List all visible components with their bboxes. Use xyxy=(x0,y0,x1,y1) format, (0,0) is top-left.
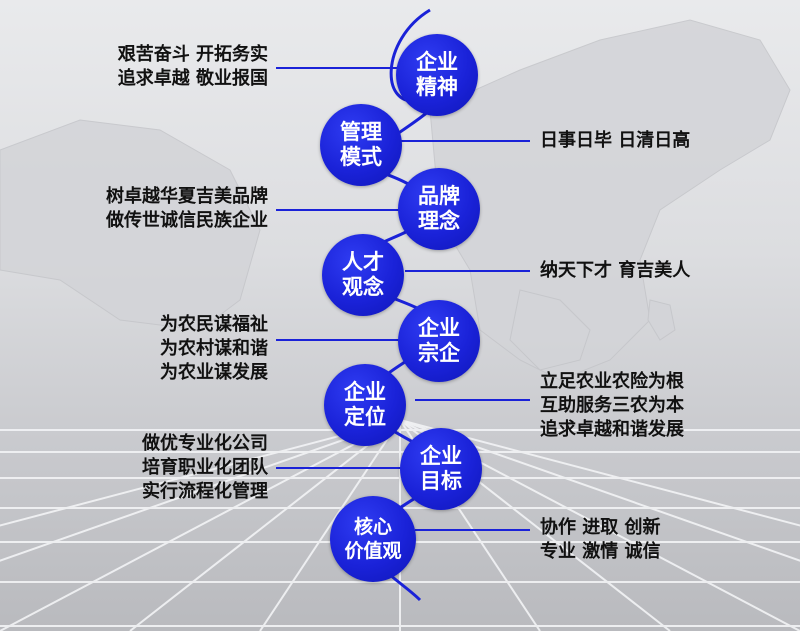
node-circle-talent: 人才 观念 xyxy=(322,234,404,316)
node-title-line: 价值观 xyxy=(344,540,402,562)
node-circle-values: 核心 价值观 xyxy=(330,496,416,582)
description-line: 培育职业化团队 xyxy=(142,457,268,478)
description-line: 纳天下才 育吉美人 xyxy=(540,260,691,281)
node-circle-brand: 品牌 理念 xyxy=(398,168,480,250)
description-line: 做传世诚信民族企业 xyxy=(106,210,268,231)
node-title-line: 宗企 xyxy=(418,341,460,365)
node-title-line: 企业 xyxy=(418,316,460,340)
node-title-line: 定位 xyxy=(344,405,386,429)
description-line: 日事日毕 日清日高 xyxy=(540,130,691,151)
description-line: 艰苦奋斗 开拓务实 xyxy=(117,44,268,65)
description-line: 为农村谋和谐 xyxy=(160,338,268,359)
node-title-line: 企业 xyxy=(416,50,458,74)
description-line: 为农业谋发展 xyxy=(160,362,268,383)
description-line: 追求卓越和谐发展 xyxy=(540,419,684,440)
node-description-goal: 做优专业化公司 培育职业化团队 实行流程化管理 xyxy=(142,432,268,504)
node-circle-spirit: 企业 精神 xyxy=(396,34,478,116)
description-line: 互助服务三农为本 xyxy=(540,395,684,416)
description-line: 立足农业农险为根 xyxy=(540,371,684,392)
node-description-purpose: 为农民谋福祉 为农村谋和谐 为农业谋发展 xyxy=(160,313,268,385)
node-title-line: 目标 xyxy=(420,469,462,493)
node-title-line: 品牌 xyxy=(418,184,460,208)
node-description-values: 协作 进取 创新 专业 激情 诚信 xyxy=(540,516,661,564)
node-title-line: 核心 xyxy=(353,516,392,538)
node-description-management: 日事日毕 日清日高 xyxy=(540,129,690,153)
node-description-spirit: 艰苦奋斗 开拓务实 追求卓越 敬业报国 xyxy=(118,43,268,91)
node-title-line: 观念 xyxy=(342,275,384,299)
node-title-line: 企业 xyxy=(344,380,386,404)
description-line: 实行流程化管理 xyxy=(142,481,268,502)
description-line: 树卓越华夏吉美品牌 xyxy=(106,186,268,207)
node-title-line: 企业 xyxy=(420,444,462,468)
node-circle-purpose: 企业 宗企 xyxy=(398,300,480,382)
node-title-line: 人才 xyxy=(342,250,384,274)
node-description-talent: 纳天下才 育吉美人 xyxy=(540,259,690,283)
description-line: 专业 激情 诚信 xyxy=(540,541,661,562)
node-description-brand: 树卓越华夏吉美品牌 做传世诚信民族企业 xyxy=(106,185,268,233)
node-title-line: 管理 xyxy=(340,120,382,144)
description-line: 协作 进取 创新 xyxy=(540,517,661,538)
node-title-line: 理念 xyxy=(418,209,460,233)
node-circle-management: 管理 模式 xyxy=(320,104,402,186)
node-circle-goal: 企业 目标 xyxy=(400,428,482,510)
node-title-line: 模式 xyxy=(340,145,382,169)
description-line: 做优专业化公司 xyxy=(142,433,268,454)
description-line: 追求卓越 敬业报国 xyxy=(117,68,268,89)
node-description-positioning: 立足农业农险为根 互助服务三农为本 追求卓越和谐发展 xyxy=(540,370,684,442)
description-line: 为农民谋福祉 xyxy=(160,314,268,335)
node-title-line: 精神 xyxy=(416,75,458,99)
node-circle-positioning: 企业 定位 xyxy=(324,364,406,446)
